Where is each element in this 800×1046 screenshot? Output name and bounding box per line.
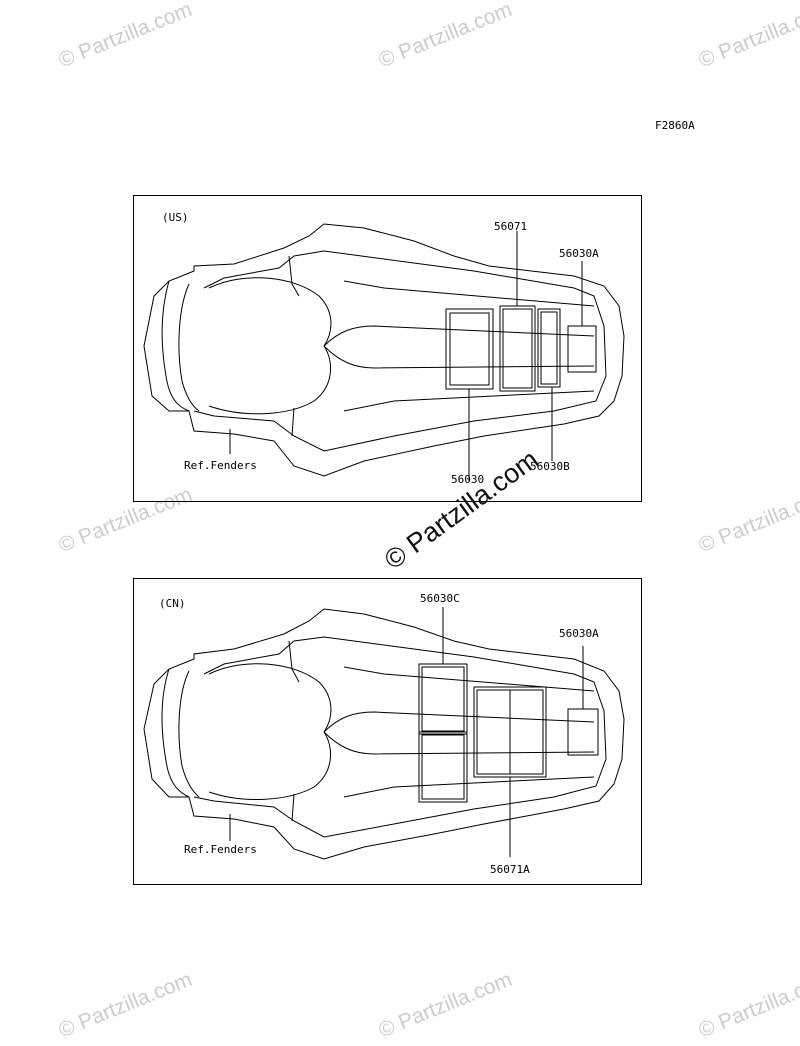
- watermark: © Partzilla.com: [695, 0, 800, 73]
- figure-code: F2860A: [655, 119, 695, 132]
- watermark: © Partzilla.com: [55, 0, 196, 73]
- watermark: © Partzilla.com: [695, 967, 800, 1043]
- decal-label: 56030A: [559, 247, 599, 260]
- watermark: © Partzilla.com: [55, 967, 196, 1043]
- region-label: (CN): [159, 597, 186, 610]
- decal-label: 56030B: [530, 460, 570, 473]
- watermark: © Partzilla.com: [375, 0, 516, 73]
- ref-label: Ref.Fenders: [184, 459, 257, 472]
- decal-label: 56030C: [420, 592, 460, 605]
- region-label: (US): [162, 211, 189, 224]
- panel-cn: (CN) 56030C 56030A 56071A Ref.Fenders: [133, 578, 642, 885]
- seat-diagram-us: [143, 223, 625, 481]
- panel-us: (US) 56071 56030A 56030 56030B Ref.Fende…: [133, 195, 642, 502]
- decal-label: 56030: [451, 473, 485, 486]
- decal-label: 56071: [494, 220, 528, 233]
- watermark: © Partzilla.com: [375, 967, 516, 1043]
- ref-label: Ref.Fenders: [184, 843, 257, 856]
- decal-label: 56071A: [490, 863, 530, 876]
- watermark: © Partzilla.com: [695, 482, 800, 558]
- seat-diagram-cn: [143, 607, 625, 860]
- decal-label: 56030A: [559, 627, 599, 640]
